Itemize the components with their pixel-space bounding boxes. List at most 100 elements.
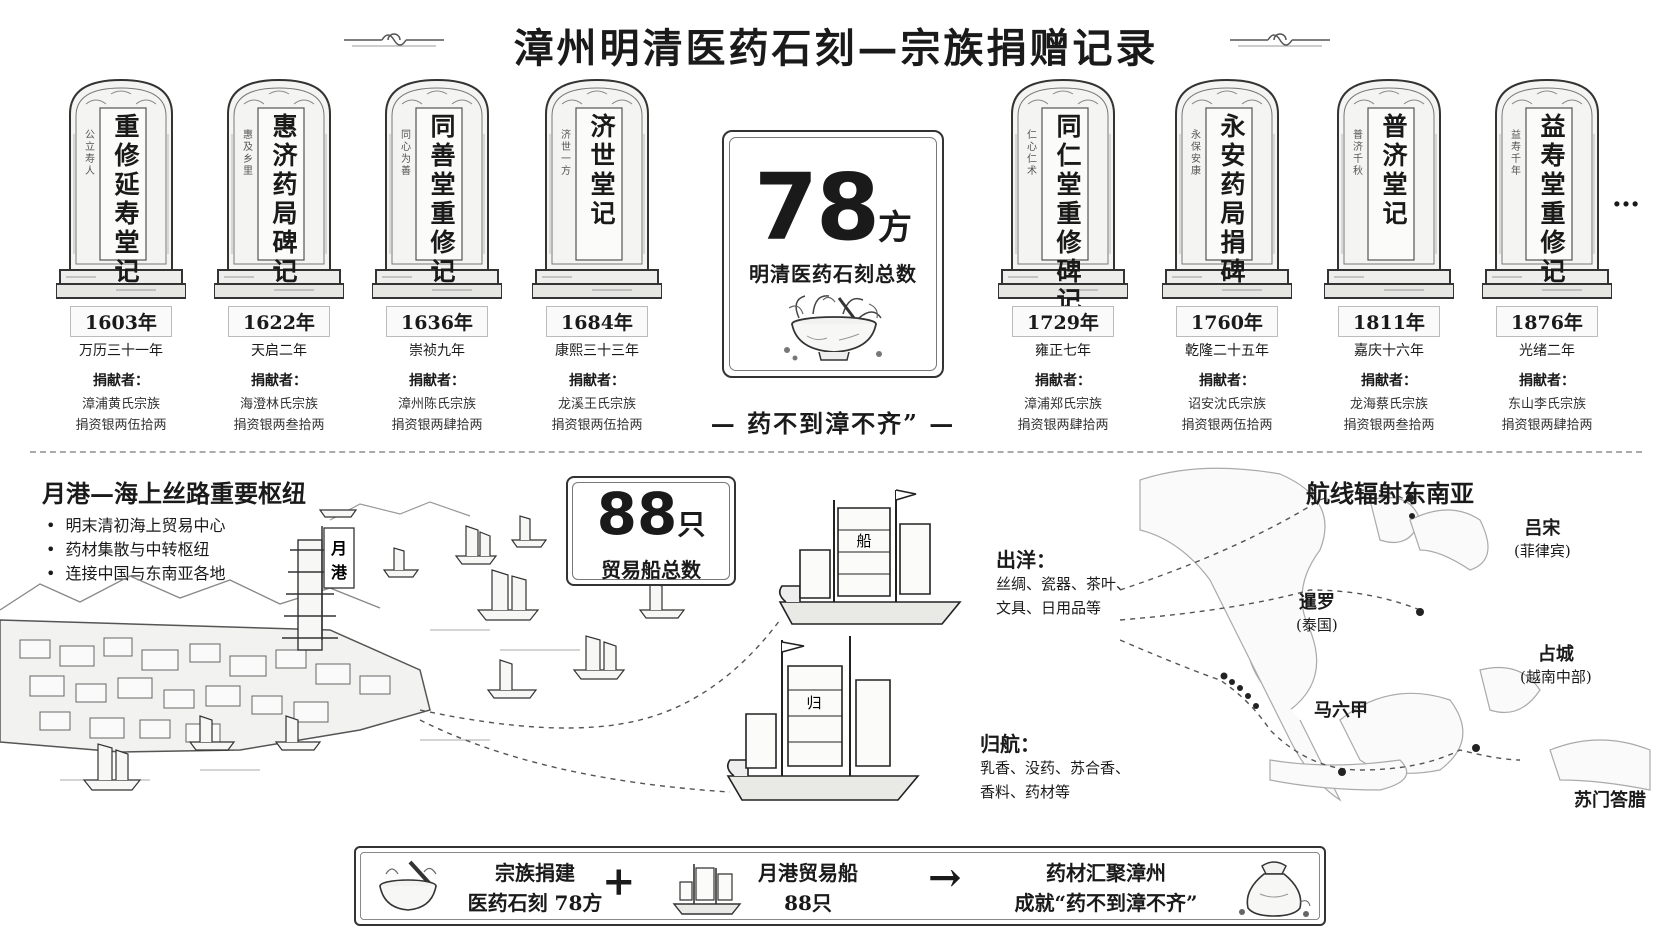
stele-info-1760: 1760年 乾隆二十五年 捐献者： 诏安沈氏宗族 捐资银两伍拾两	[1152, 306, 1302, 433]
stele-total-number: 78	[753, 154, 880, 261]
donor-label: 捐献者：	[1035, 373, 1091, 389]
stele-side-text: 仁心仁术	[1027, 130, 1037, 177]
donation-amount: 捐资银两伍拾两	[1181, 418, 1273, 433]
ship-total: 88只	[568, 480, 734, 548]
small-junk-icon	[82, 509, 686, 791]
bar-frame	[360, 852, 1320, 920]
summary-part3-line1: 药材汇聚漳州	[1046, 861, 1166, 885]
donation-amount: 捐资银两伍拾两	[551, 418, 643, 433]
year-label: 1622年	[228, 306, 330, 337]
donor-name: 漳州陈氏宗族	[397, 397, 476, 412]
mortar-pestle-icon	[379, 860, 437, 911]
era-label: 光绪二年	[1519, 343, 1575, 359]
stele-1603: 公立寿人 重修延寿堂记	[56, 74, 186, 300]
flag-text-2: 港	[331, 563, 348, 582]
stele-side-text: 益寿千年	[1511, 130, 1521, 177]
stele-name: 济世堂记	[590, 112, 616, 228]
year-label: 1760年	[1176, 306, 1278, 337]
donor-name: 海澄林氏宗族	[239, 397, 318, 412]
more-indicator: …	[1612, 180, 1640, 213]
stele-1729: 仁心仁术 同仁堂重修碑记	[998, 74, 1128, 315]
stele-info-1622: 1622年 天启二年 捐献者： 海澄林氏宗族 捐资银两叁拾两	[204, 306, 354, 433]
donation-amount: 捐资银两肆拾两	[1017, 418, 1109, 433]
arrow-right-icon: →	[928, 854, 962, 901]
place-subtitle: (菲律宾)	[1514, 542, 1571, 560]
place-name: 吕宋	[1524, 518, 1561, 539]
year-label: 1603年	[70, 306, 172, 337]
stele-side-text: 普济千秋	[1353, 130, 1363, 177]
stele-name: 永安药局捐碑	[1220, 112, 1246, 286]
sea-routes	[1120, 489, 1521, 771]
donor-label: 捐献者：	[1199, 373, 1255, 389]
card-frame	[729, 137, 937, 371]
donation-amount: 捐资银两伍拾两	[75, 418, 167, 433]
stele-name: 同善堂重修记	[430, 112, 456, 286]
donation-amount: 捐资银两叁拾两	[1343, 418, 1435, 433]
cloud-ornament-icon	[1230, 33, 1330, 47]
southeast-asia-map	[1120, 467, 1651, 802]
stele-name: 重修延寿堂记	[114, 112, 140, 286]
place-malacca: 马六甲	[1314, 696, 1368, 722]
stele-side-text: 惠及乡里	[243, 130, 253, 177]
yuegang-points: 明末清初海上贸易中心 药材集散与中转枢纽 连接中国与东南亚各地	[46, 514, 225, 586]
donor-name: 诏安沈氏宗族	[1187, 397, 1266, 412]
place-name: 暹罗	[1298, 592, 1335, 613]
stele-1876: 益寿千年 益寿堂重修记	[1482, 74, 1612, 300]
year-label: 1811年	[1338, 306, 1440, 337]
donor-label: 捐献者：	[1519, 373, 1575, 389]
era-label: 雍正七年	[1035, 343, 1091, 359]
era-label: 康熙三十三年	[555, 343, 639, 359]
place-name: 苏门答腊	[1574, 790, 1646, 811]
stele-1636: 同心为善 同善堂重修记	[372, 74, 502, 300]
list-item: 连接中国与东南亚各地	[46, 562, 225, 586]
ship-total-number: 88	[596, 480, 678, 548]
donation-amount: 捐资银两叁拾两	[233, 418, 325, 433]
summary-part1-line2: 医药石刻 78方	[467, 891, 603, 915]
stele-info-1684: 1684年 康熙三十三年 捐献者： 龙溪王氏宗族 捐资银两伍拾两	[522, 306, 672, 433]
stele-name: 益寿堂重修记	[1540, 112, 1566, 286]
year-label: 1729年	[1012, 306, 1114, 337]
stele-info-1636: 1636年 崇祯九年 捐献者： 漳州陈氏宗族 捐资银两肆拾两	[362, 306, 512, 433]
year-label: 1876年	[1496, 306, 1598, 337]
stele-name: 同仁堂重修碑记	[1056, 112, 1082, 315]
junk-ship-icon	[672, 864, 742, 915]
outbound-goods: 丝绸、瓷器、茶叶、文具、日用品等	[996, 575, 1132, 617]
stele-total: 78方	[724, 154, 942, 261]
inbound-route	[419, 719, 731, 793]
stele-side-text: 济世一方	[561, 130, 571, 177]
cloud-ornament-icon	[344, 33, 444, 47]
place-subtitle: (越南中部)	[1520, 668, 1592, 686]
yuegang-title: 月港—海上丝路重要枢纽	[42, 479, 306, 508]
summary-part3: 药材汇聚漳州 成就“药不到漳不齐”	[996, 858, 1216, 918]
yuegang-flag	[321, 526, 355, 640]
era-label: 万历三十一年	[79, 343, 163, 359]
stele-side-text: 同心为善	[401, 130, 411, 177]
herb-sack-icon	[1239, 861, 1311, 917]
stele-info-1811: 1811年 嘉庆十六年 捐献者： 龙海蔡氏宗族 捐资银两叁拾两	[1314, 306, 1464, 433]
inbound-title: 归航：	[980, 732, 1040, 756]
stele-name: 惠济药局碑记	[272, 112, 298, 286]
section-divider	[30, 451, 1642, 453]
list-item: 药材集散与中转枢纽	[46, 538, 225, 562]
donor-name: 龙海蔡氏宗族	[1349, 397, 1428, 412]
donor-label: 捐献者：	[1361, 373, 1417, 389]
era-label: 崇祯九年	[409, 343, 465, 359]
stele-1760: 永保安康 永安药局捐碑	[1162, 74, 1292, 300]
stele-side-text: 公立寿人	[85, 130, 95, 177]
inbound-goods: 乳香、没药、苏合香、香料、药材等	[980, 759, 1131, 801]
donor-label: 捐献者：	[409, 373, 465, 389]
place-subtitle: (泰国)	[1296, 616, 1338, 634]
summary-part1: 宗族捐建 医药石刻 78方	[440, 858, 630, 918]
summary-bar: 宗族捐建 医药石刻 78方 + 月港贸易船 88只 → 药材汇聚漳州 成就“药不…	[354, 846, 1326, 926]
donor-label: 捐献者：	[93, 373, 149, 389]
place-siam: 暹罗 (泰国)	[1296, 588, 1338, 635]
flag-text-1: 月	[330, 539, 347, 558]
summary-part3-line2: 成就“药不到漳不齐”	[1014, 891, 1198, 915]
ship-total-unit: 只	[677, 508, 706, 541]
donor-name: 龙溪王氏宗族	[557, 397, 636, 412]
donor-name: 漳浦黄氏宗族	[81, 397, 160, 412]
stele-1811: 普济千秋 普济堂记	[1324, 74, 1454, 300]
summary-part2: 月港贸易船 88只	[728, 858, 888, 918]
header: 漳州明清医药石刻—宗族捐赠记录	[0, 0, 1672, 80]
place-champa: 占城 (越南中部)	[1520, 640, 1592, 687]
